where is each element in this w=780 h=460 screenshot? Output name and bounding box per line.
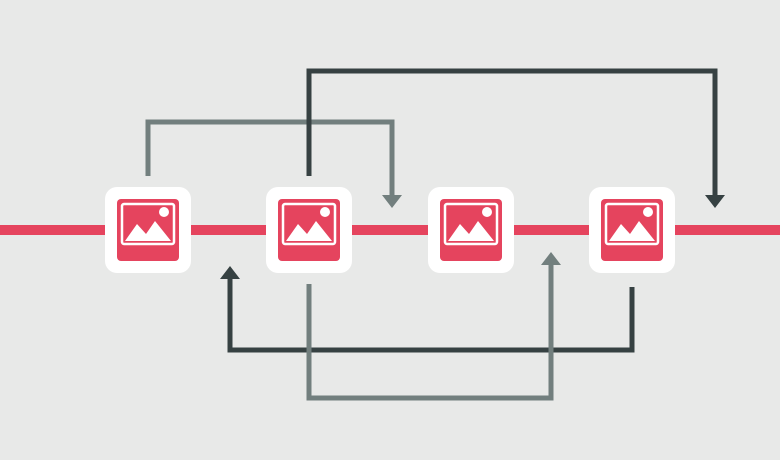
arrow-image-4-to-image-2: [220, 266, 635, 353]
arrow-image-2-to-image-3: [306, 252, 561, 401]
arrow-layer: [145, 68, 725, 401]
image-icon: [117, 199, 179, 261]
connector-line: [306, 68, 718, 196]
arrowhead-icon: [220, 266, 240, 279]
node-layer: [105, 187, 675, 273]
image-icon: [278, 199, 340, 261]
connector-line: [227, 278, 635, 353]
arrowhead-icon: [705, 195, 725, 208]
image-3-node: [428, 187, 514, 273]
arrow-image-1-to-image-3: [145, 119, 402, 208]
arrowhead-icon: [382, 195, 402, 208]
image-1-node: [105, 187, 191, 273]
image-4-node: [589, 187, 675, 273]
image-icon: [440, 199, 502, 261]
connector-line: [306, 264, 554, 401]
image-icon: [601, 199, 663, 261]
arrow-image-2-to-image-4: [306, 68, 725, 208]
image-2-node: [266, 187, 352, 273]
connector-line: [145, 119, 395, 196]
arrowhead-icon: [541, 252, 561, 265]
